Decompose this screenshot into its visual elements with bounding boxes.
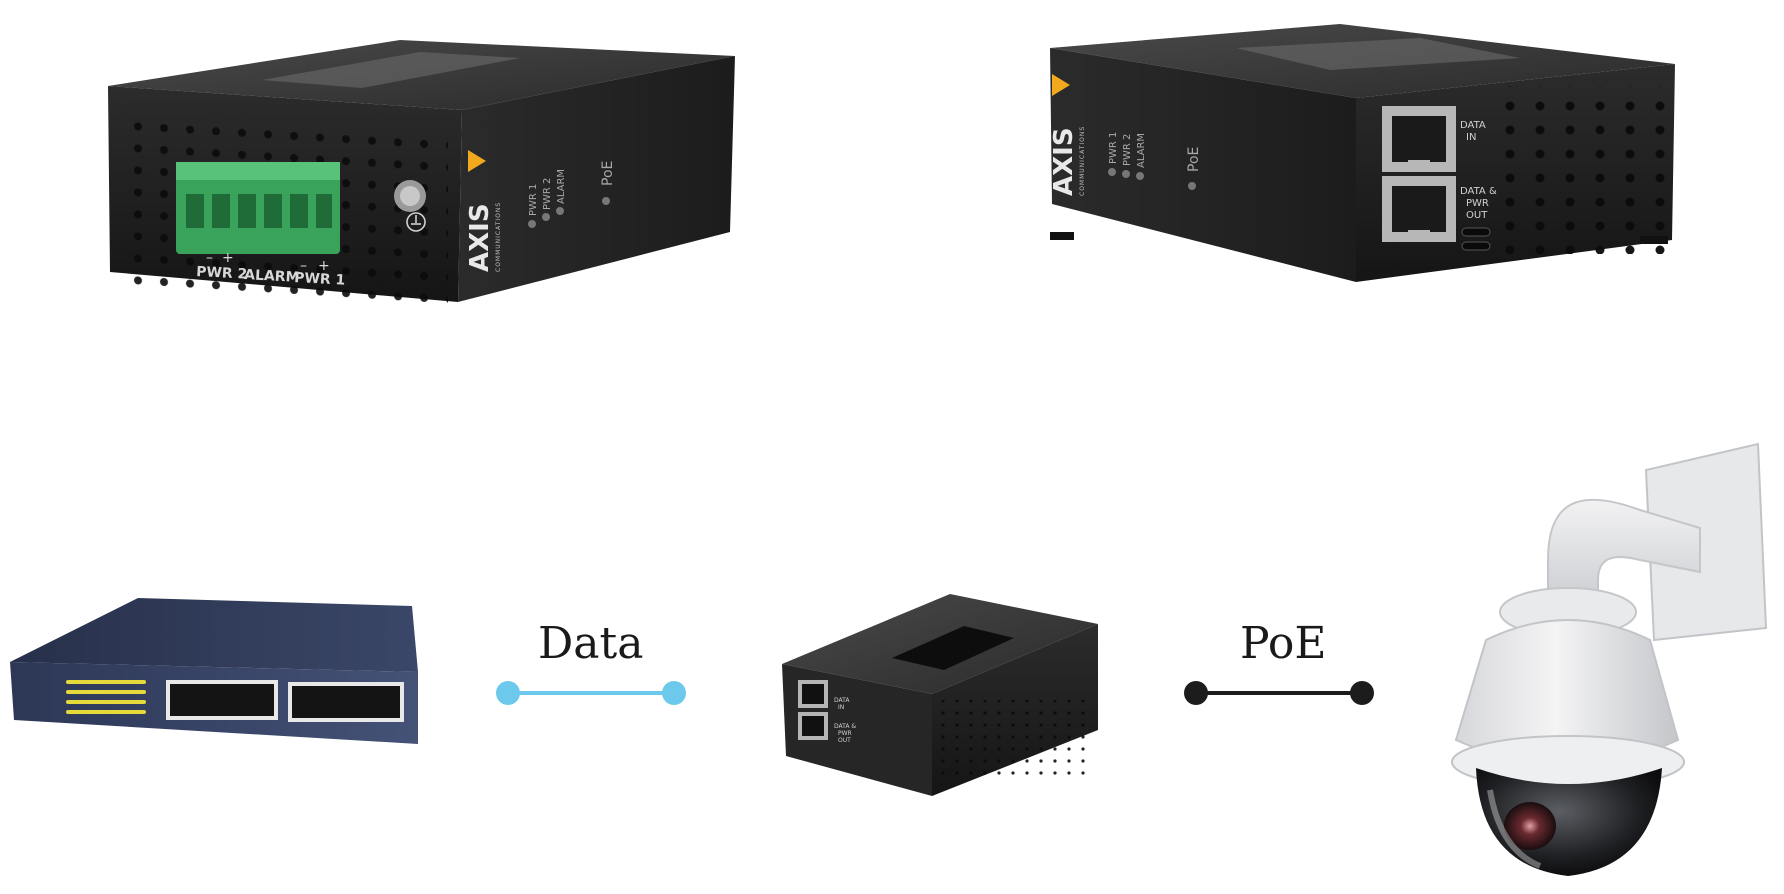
led-label-alarm: ALARM [556, 169, 567, 204]
dc-jack [1461, 227, 1491, 237]
axis-logo-side: AXIS COMMUNICATIONS [1049, 74, 1086, 196]
led-label-alarm: ALARM [1136, 133, 1147, 168]
ground-screw-icon [394, 180, 426, 232]
polarity-mark: + [222, 250, 234, 266]
network-switch [10, 598, 418, 744]
led-indicator [602, 197, 610, 205]
led-indicator [1122, 170, 1130, 178]
led-indicator [528, 220, 536, 228]
mini-rj45-ports [798, 680, 828, 740]
led-indicator [1136, 172, 1144, 180]
rj45-port-out [1382, 176, 1456, 242]
axis-triangle-icon [1052, 74, 1070, 96]
data-link-endpoint [662, 681, 686, 705]
switch-top [10, 598, 418, 672]
camera-wall-mount [1644, 442, 1768, 642]
mini-port-out-label: PWR [838, 730, 852, 737]
brand-sub-text: COMMUNICATIONS [495, 202, 502, 272]
camera-arm [1547, 498, 1701, 611]
switch-status-leds [66, 680, 146, 714]
camera-lens [1504, 802, 1556, 850]
brand-sub-text: COMMUNICATIONS [1079, 126, 1086, 196]
led-group: PWR 1 PWR 2 ALARM PoE [528, 161, 616, 228]
dc-jack [1461, 241, 1491, 251]
terminal-label-pwr1: PWR 1 [294, 270, 346, 289]
led-indicator [1108, 168, 1116, 176]
switch-port-bank [166, 680, 404, 722]
poe-link-endpoint [1350, 681, 1374, 705]
midspan-injector: DATA IN DATA & PWR OUT [782, 594, 1098, 796]
terminal-label-alarm: ALARM [244, 267, 300, 286]
axis-triangle-icon [468, 150, 486, 172]
injector-front-photo: – + – + PWR 2 ALARM PWR 1 AXIS COMMUNICA… [108, 40, 735, 308]
injector-front-top-label [262, 52, 520, 88]
led-label-pwr2: PWR 2 [1122, 134, 1133, 166]
poe-link: PoE [1184, 618, 1374, 705]
injector-back-photo: DATA IN DATA & PWR OUT AXIS COMMUNICATIO… [1049, 24, 1675, 282]
mini-port-in-label: IN [838, 704, 844, 711]
led-indicator [556, 207, 564, 215]
mini-port-in-label: DATA [834, 697, 850, 704]
injector-back-side [1050, 48, 1356, 282]
mini-port-out-label: DATA & [834, 723, 856, 730]
poe-link-endpoint [1184, 681, 1208, 705]
polarity-mark: – [300, 258, 307, 274]
camera-dome [1476, 768, 1662, 876]
terminal-block [176, 162, 340, 254]
port-out-label: OUT [1466, 210, 1488, 221]
data-link-label: Data [538, 618, 643, 669]
rj45-port-in [1382, 106, 1456, 172]
led-label-poe: PoE [600, 161, 616, 186]
led-label-pwr1: PWR 1 [1108, 132, 1119, 164]
port-out-label: DATA & [1460, 186, 1497, 197]
polarity-mark: – [206, 250, 213, 266]
brand-text: AXIS [465, 203, 495, 272]
data-link: Data [496, 618, 686, 705]
led-group: PWR 1 PWR 2 ALARM PoE [1108, 132, 1202, 190]
led-label-poe: PoE [1186, 147, 1202, 172]
port-out-label: PWR [1466, 198, 1489, 209]
injector-back-top-label [1236, 38, 1520, 70]
axis-logo-side: AXIS COMMUNICATIONS [465, 150, 502, 272]
camera-dome-highlight [1487, 789, 1542, 869]
port-in-label: IN [1466, 132, 1476, 143]
injector-front-side [458, 56, 735, 302]
injector-top-sticker [892, 626, 1014, 670]
brand-text: AXIS [1049, 127, 1079, 196]
led-label-pwr1: PWR 1 [528, 184, 539, 216]
poe-link-label: PoE [1240, 618, 1326, 669]
led-label-pwr2: PWR 2 [542, 178, 553, 210]
data-link-endpoint [496, 681, 520, 705]
mini-port-out-label: OUT [838, 737, 851, 744]
led-indicator [1188, 182, 1196, 190]
terminal-label-pwr2: PWR 2 [196, 264, 248, 283]
port-in-label: DATA [1460, 120, 1486, 131]
led-indicator [542, 213, 550, 221]
polarity-mark: + [318, 258, 330, 274]
ptz-dome-camera [1451, 442, 1768, 876]
